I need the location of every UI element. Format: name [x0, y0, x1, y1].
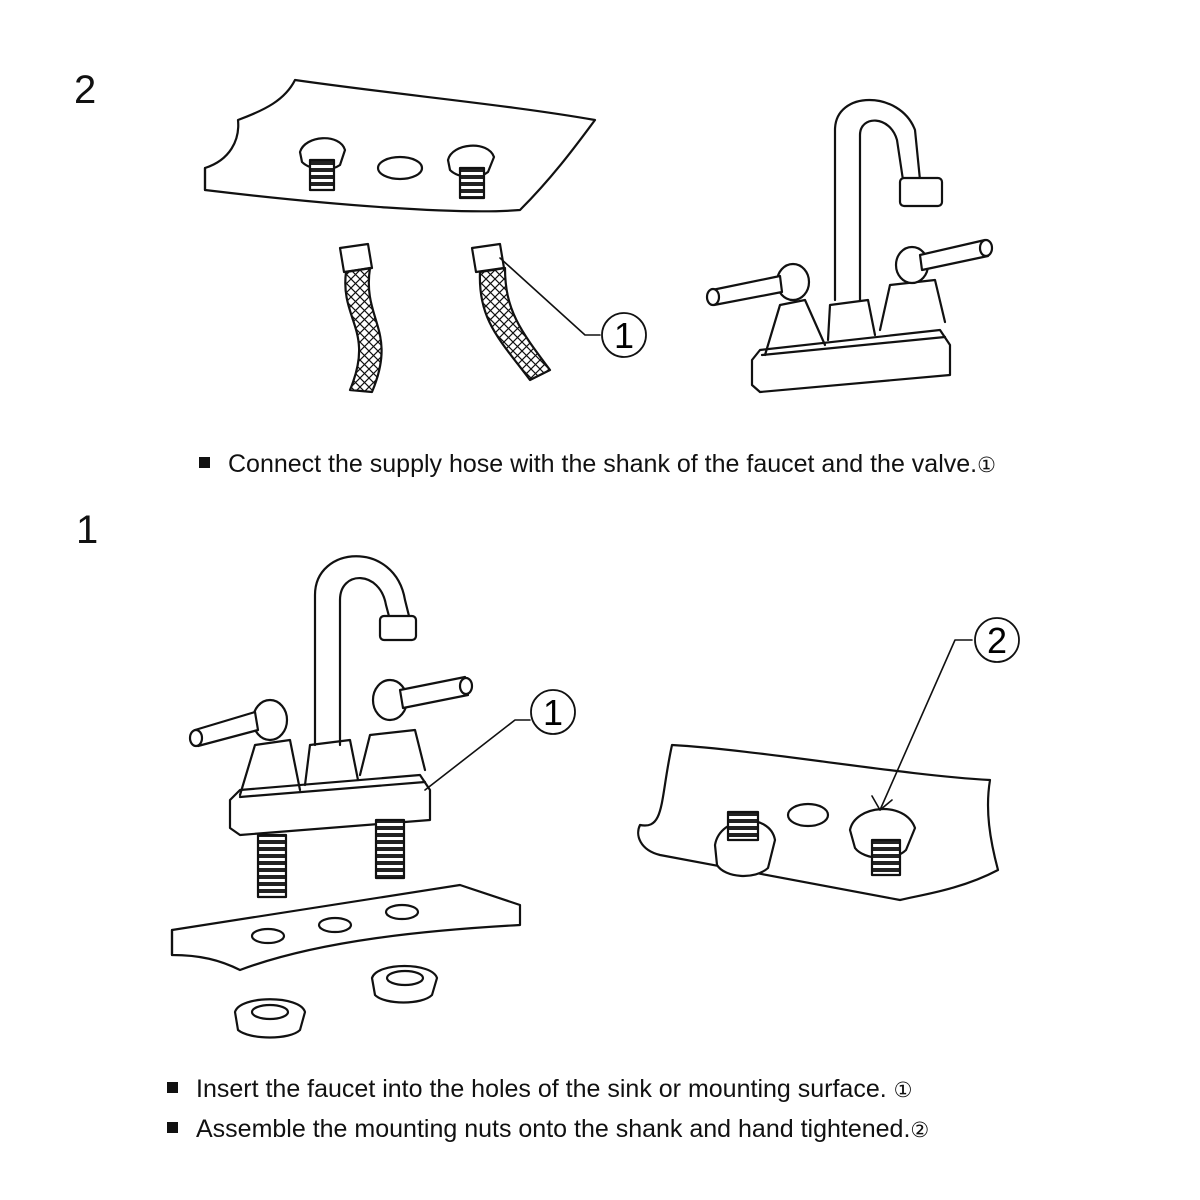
- step-2-number: 2: [74, 68, 97, 112]
- step1-faucet: [188, 555, 474, 899]
- step1-callout-2: 2: [987, 620, 1007, 661]
- instruction-ref: ②: [910, 1119, 930, 1142]
- step1-callout-1: 1: [543, 692, 563, 733]
- step-1-number: 1: [76, 508, 99, 552]
- instruction-ref: ①: [977, 454, 996, 477]
- step1-sink-underside: [637, 743, 1000, 902]
- step2-left-shank: [298, 137, 347, 192]
- instruction-text: Insert the faucet into the holes of the …: [196, 1075, 894, 1103]
- instruction-text: Assemble the mounting nuts onto the shan…: [196, 1115, 911, 1143]
- step2-sink-deck: [203, 78, 597, 213]
- step1-instruction-1: Insert the faucet into the holes of the …: [167, 1077, 912, 1102]
- step2-left-hose: [338, 242, 383, 394]
- bullet-icon: [167, 1121, 178, 1133]
- step1-deck-plate: [170, 883, 522, 972]
- instruction-text: Connect the supply hose with the shank o…: [228, 450, 978, 478]
- step1-mounting-nuts: [233, 964, 439, 1039]
- step1-left-nut: [713, 810, 777, 877]
- step2-instruction-1: Connect the supply hose with the shank o…: [199, 452, 996, 477]
- step2-right-shank: [446, 144, 496, 200]
- step2-right-hose: [470, 242, 552, 382]
- bullet-icon: [199, 456, 210, 468]
- bullet-icon: [167, 1081, 178, 1093]
- step2-faucet: [705, 99, 994, 394]
- instruction-ref: ①: [893, 1079, 913, 1102]
- step2-callout-1: 1: [614, 315, 634, 356]
- step1-instruction-2: Assemble the mounting nuts onto the shan…: [167, 1117, 929, 1142]
- step1-right-nut: [848, 807, 917, 877]
